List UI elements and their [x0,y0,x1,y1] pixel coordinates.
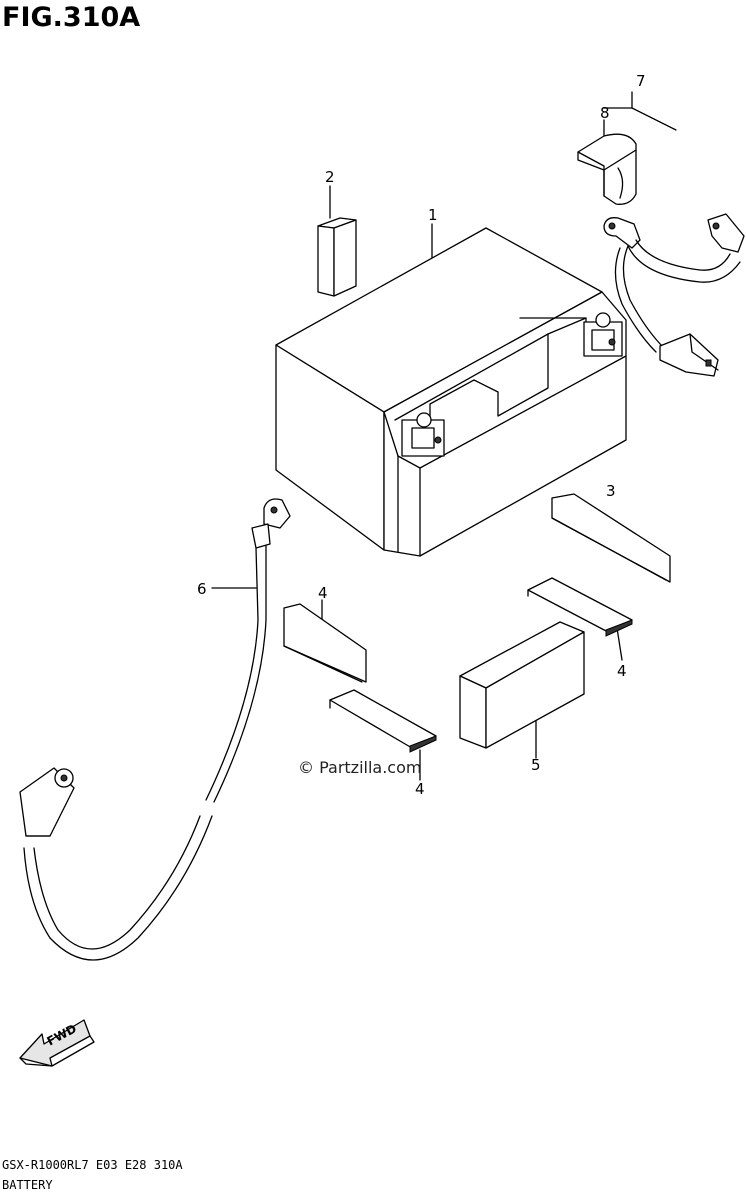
part-5-block [459,621,585,749]
callout-5: 5 [531,756,541,774]
figure-title: FIG.310A [2,2,141,33]
footer-section-name: BATTERY [2,1178,53,1192]
callout-4-lower: 4 [415,780,425,798]
part-4-pad-right [527,577,633,637]
callout-1: 1 [428,206,438,224]
footer-model-code: GSX-R1000RL7 E03 E28 310A [2,1158,183,1172]
callout-4-left: 4 [318,584,328,602]
part-7-positive-lead [603,213,745,377]
part-6-negative-lead [19,498,291,961]
part-2-pad [317,217,357,297]
callout-2: 2 [325,168,335,186]
part-3-plate [551,493,671,583]
callout-7: 7 [636,72,646,90]
part-8-terminal-cover [577,133,637,205]
leader-lines [211,91,677,781]
callout-6: 6 [197,580,207,598]
part-4-pad-left [283,603,367,683]
callout-3: 3 [606,482,616,500]
callout-8: 8 [600,104,610,122]
part-4-pad-lower [329,689,437,753]
part-1-battery [275,227,627,557]
watermark: © Partzilla.com [298,758,422,777]
fwd-arrow [19,1019,95,1067]
callout-4-right: 4 [617,662,627,680]
